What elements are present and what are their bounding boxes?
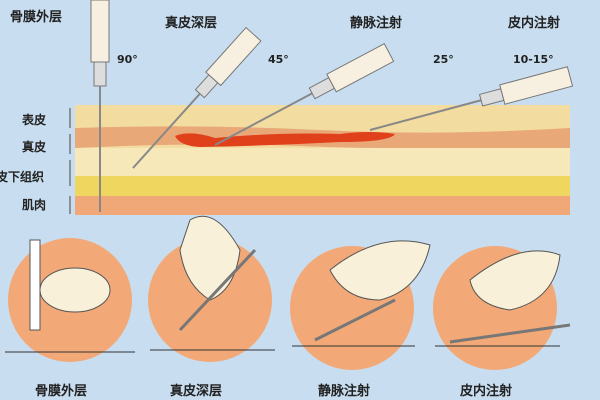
hand-1 [39, 267, 111, 313]
syringe-10-15 [369, 66, 574, 131]
angle-25: 25° [433, 53, 454, 66]
small-syringe-3 [314, 298, 396, 342]
angle-90: 90° [117, 53, 138, 66]
layer-label-epidermis: 表皮 [22, 113, 47, 127]
top-label-intravenous: 静脉注射 [350, 16, 403, 31]
top-label-deep-dermis: 真皮深层 [165, 16, 218, 31]
hands [29, 215, 571, 344]
small-syringe-1 [29, 239, 41, 331]
angle-10-15: 10-15° [513, 53, 554, 66]
layer-label-dermis: 真皮 [22, 140, 47, 154]
syringe-45 [132, 26, 262, 169]
layer-label-muscle: 肌肉 [22, 198, 47, 212]
top-label-periosteum: 骨膜外层 [10, 10, 63, 25]
muscle-layer [75, 196, 570, 215]
small-syringe-2 [178, 248, 257, 332]
top-label-intradermal: 皮内注射 [508, 16, 561, 31]
subcutaneous-layer [75, 176, 570, 196]
angle-45: 45° [268, 53, 289, 66]
small-syringe-4 [449, 323, 571, 344]
bottom-label-intravenous: 静脉注射 [318, 384, 371, 399]
hand-4 [469, 250, 561, 311]
syringe-90 [90, 0, 110, 212]
layer-label-subcutaneous: 皮下组织 [0, 170, 45, 184]
vein [175, 132, 395, 147]
syringe-25 [214, 43, 395, 146]
dermis-layer [75, 148, 570, 176]
bottom-label-periosteum: 骨膜外层 [35, 384, 88, 399]
bottom-label-deep-dermis: 真皮深层 [170, 384, 223, 399]
bottom-label-intradermal: 皮内注射 [460, 384, 513, 399]
skin-cross-section [75, 105, 570, 215]
hand-2 [179, 215, 241, 301]
hand-3 [329, 240, 431, 301]
